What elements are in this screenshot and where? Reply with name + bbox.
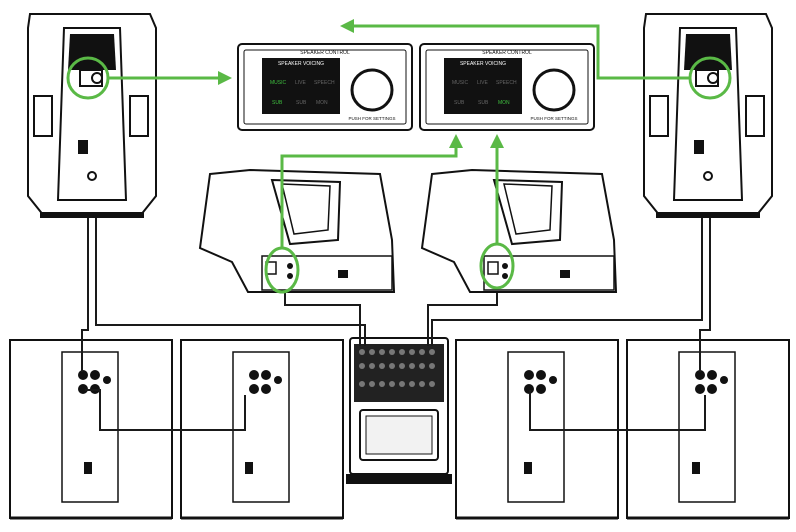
voicing-option-mon: MON [498, 100, 510, 106]
voicing-screen [444, 58, 522, 114]
pa-speaker-right [643, 13, 773, 218]
sub-input-jacks-icon [249, 370, 282, 394]
speaker-control-panel-left: SPEAKER CONTROL SPEAKER VOICING MUSIC LI… [237, 43, 413, 131]
speaker-control-panel-right: SPEAKER CONTROL SPEAKER VOICING MUSIC LI… [419, 43, 595, 131]
voicing-option-live: LIVE [477, 80, 489, 86]
voicing-option-sub-a: SUB [272, 100, 283, 106]
pa-speaker-left [27, 13, 157, 218]
voicing-option-mon: MON [316, 100, 328, 106]
screen-title: SPEAKER VOICING [278, 61, 324, 67]
screen-title: SPEAKER VOICING [460, 61, 506, 67]
arrowheads [218, 19, 504, 148]
voicing-option-sub-b: SUB [296, 100, 307, 106]
callouts [66, 24, 732, 294]
cables [81, 216, 711, 431]
settings-knob[interactable] [532, 68, 576, 112]
sub-input-jacks-icon [524, 370, 557, 394]
voicing-option-music: MUSIC [270, 80, 287, 86]
panel-title: SPEAKER CONTROL [300, 50, 350, 56]
sub-input-jacks-icon [78, 370, 111, 394]
settings-knob[interactable] [350, 68, 394, 112]
voicing-option-speech: SPEECH [496, 80, 517, 86]
knob-caption: PUSH FOR SETTINGS [530, 116, 577, 121]
subwoofer-2 [180, 339, 344, 520]
voicing-option-music: MUSIC [452, 80, 469, 86]
stage-monitor-left [198, 168, 396, 293]
voicing-option-sub-a: SUB [454, 100, 465, 106]
digital-mixer-icon [346, 337, 452, 484]
voicing-option-speech: SPEECH [314, 80, 335, 86]
stage-monitor-right [420, 168, 618, 293]
voicing-screen [262, 58, 340, 114]
voicing-option-sub-b: SUB [478, 100, 489, 106]
voicing-option-live: LIVE [295, 80, 307, 86]
knob-caption: PUSH FOR SETTINGS [348, 116, 395, 121]
panel-title: SPEAKER CONTROL [482, 50, 532, 56]
sub-input-jacks-icon [695, 370, 728, 394]
